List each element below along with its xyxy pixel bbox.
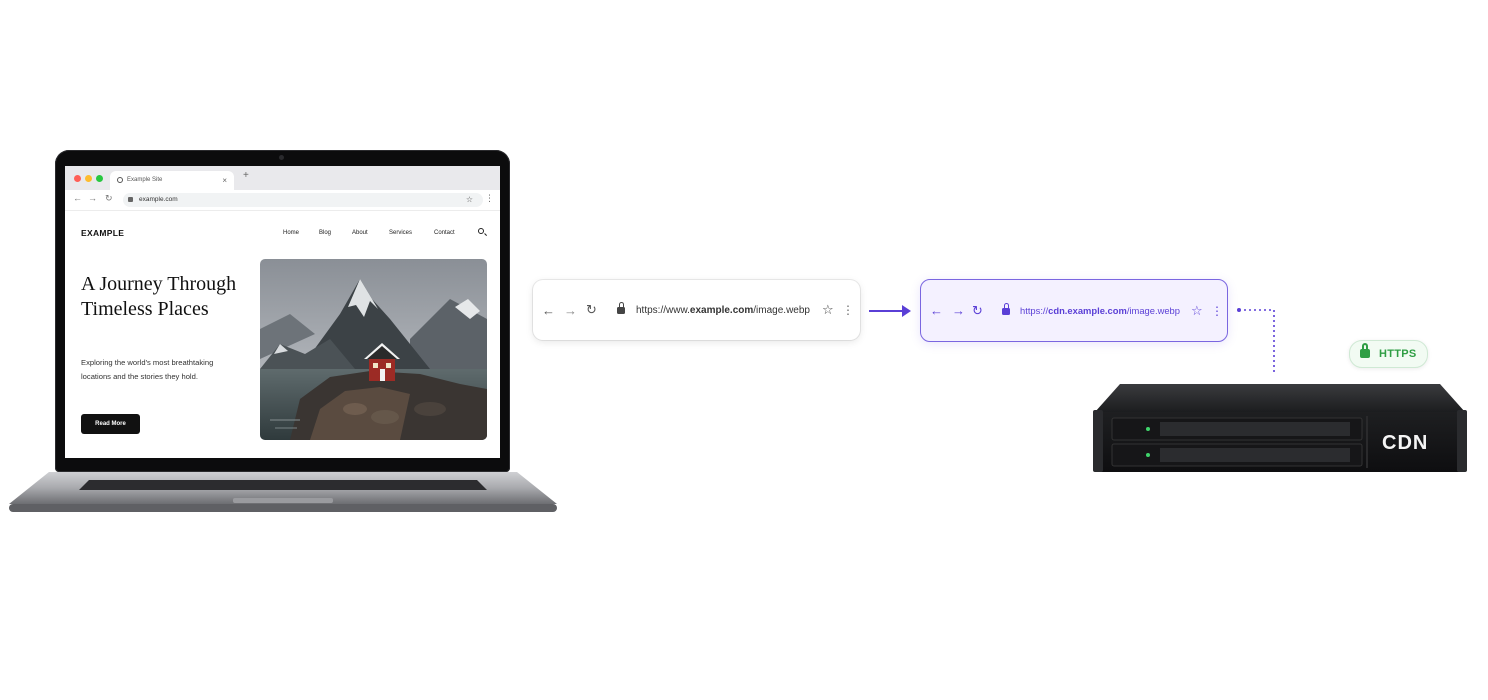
nav-services[interactable]: Services bbox=[389, 230, 413, 236]
bookmark-star-icon[interactable]: ☆ bbox=[465, 195, 473, 204]
reload-icon[interactable]: ↻ bbox=[586, 302, 597, 317]
reload-icon[interactable]: ↻ bbox=[972, 302, 983, 318]
laptop-camera bbox=[279, 155, 284, 160]
menu-dots-icon[interactable]: ⋮ bbox=[842, 303, 854, 317]
cdn-label: CDN bbox=[1382, 432, 1429, 454]
lock-icon bbox=[1002, 303, 1010, 315]
nav-about[interactable]: About bbox=[352, 230, 368, 236]
url-prefix: https://www. bbox=[636, 304, 690, 316]
close-window-dot[interactable] bbox=[74, 175, 81, 182]
hero-title: A Journey Through Timeless Places bbox=[81, 273, 237, 320]
server-rack-illustration bbox=[1093, 384, 1467, 472]
site-logo[interactable]: EXAMPLE bbox=[81, 228, 125, 238]
browser-menu-icon[interactable]: ⋮ bbox=[485, 193, 494, 203]
back-arrow-icon[interactable]: ← bbox=[930, 303, 943, 318]
new-tab-icon[interactable]: + bbox=[243, 170, 249, 181]
lock-icon bbox=[128, 197, 133, 202]
read-more-button[interactable]: Read More bbox=[81, 414, 140, 434]
address-bar-url: example.com bbox=[139, 196, 178, 203]
browser-tab[interactable]: Example Site × bbox=[110, 171, 234, 190]
bookmark-star-icon[interactable]: ☆ bbox=[822, 302, 834, 317]
maximize-window-dot[interactable] bbox=[96, 175, 103, 182]
https-label: HTTPS bbox=[1379, 348, 1417, 360]
mountain-landscape-illustration bbox=[260, 259, 487, 440]
url-domain: cdn.example.com bbox=[1048, 305, 1127, 316]
cdn-url-text: https://cdn.example.com/image.webp bbox=[1020, 280, 1180, 341]
bookmark-star-icon[interactable]: ☆ bbox=[1191, 302, 1203, 318]
back-arrow-icon[interactable]: ← bbox=[73, 193, 82, 203]
site-search-icon[interactable] bbox=[478, 228, 484, 234]
hero-image bbox=[260, 259, 487, 440]
browser-tab-strip: Example Site × + bbox=[65, 166, 500, 190]
cdn-url-bar[interactable]: ← → ↻ https://cdn.example.com/image.webp… bbox=[920, 279, 1228, 342]
origin-url-text: https://www.example.com/image.webp bbox=[636, 280, 810, 340]
back-arrow-icon[interactable]: ← bbox=[542, 302, 555, 318]
flow-arrow-line bbox=[869, 310, 905, 312]
minimize-window-dot[interactable] bbox=[85, 175, 92, 182]
laptop-base-shape bbox=[9, 472, 557, 512]
url-path: /image.webp bbox=[753, 304, 810, 316]
forward-arrow-icon[interactable]: → bbox=[88, 193, 97, 203]
url-prefix: https:// bbox=[1020, 305, 1049, 316]
tab-title: Example Site bbox=[127, 177, 163, 183]
nav-contact[interactable]: Contact bbox=[434, 230, 455, 236]
menu-dots-icon[interactable]: ⋮ bbox=[1211, 303, 1223, 318]
laptop-base bbox=[9, 472, 557, 516]
forward-arrow-icon[interactable]: → bbox=[564, 302, 577, 318]
lock-icon bbox=[617, 302, 625, 314]
https-badge: HTTPS bbox=[1349, 340, 1428, 368]
hero-description: Exploring the world's most breathtaking … bbox=[81, 358, 214, 381]
url-path: /image.webp bbox=[1126, 305, 1180, 316]
close-tab-icon[interactable]: × bbox=[222, 176, 227, 185]
reload-icon[interactable]: ↻ bbox=[105, 193, 113, 203]
nav-blog[interactable]: Blog bbox=[319, 230, 332, 236]
laptop-screen: Example Site × + ← → ↻ example.com ☆ ⋮ E… bbox=[65, 166, 500, 458]
cdn-server bbox=[1090, 380, 1470, 480]
nav-home[interactable]: Home bbox=[283, 230, 300, 236]
dotted-connector bbox=[1237, 308, 1275, 375]
origin-url-bar[interactable]: ← → ↻ https://www.example.com/image.webp… bbox=[533, 280, 860, 340]
browser-toolbar: ← → ↻ example.com ☆ ⋮ bbox=[65, 190, 500, 211]
laptop: Example Site × + ← → ↻ example.com ☆ ⋮ E… bbox=[55, 150, 510, 472]
address-bar[interactable]: example.com ☆ bbox=[123, 193, 483, 207]
lock-icon bbox=[1360, 343, 1370, 358]
forward-arrow-icon[interactable]: → bbox=[952, 303, 965, 318]
url-domain: example.com bbox=[689, 304, 754, 316]
globe-icon bbox=[117, 177, 123, 183]
flow-arrow-head bbox=[902, 305, 911, 317]
